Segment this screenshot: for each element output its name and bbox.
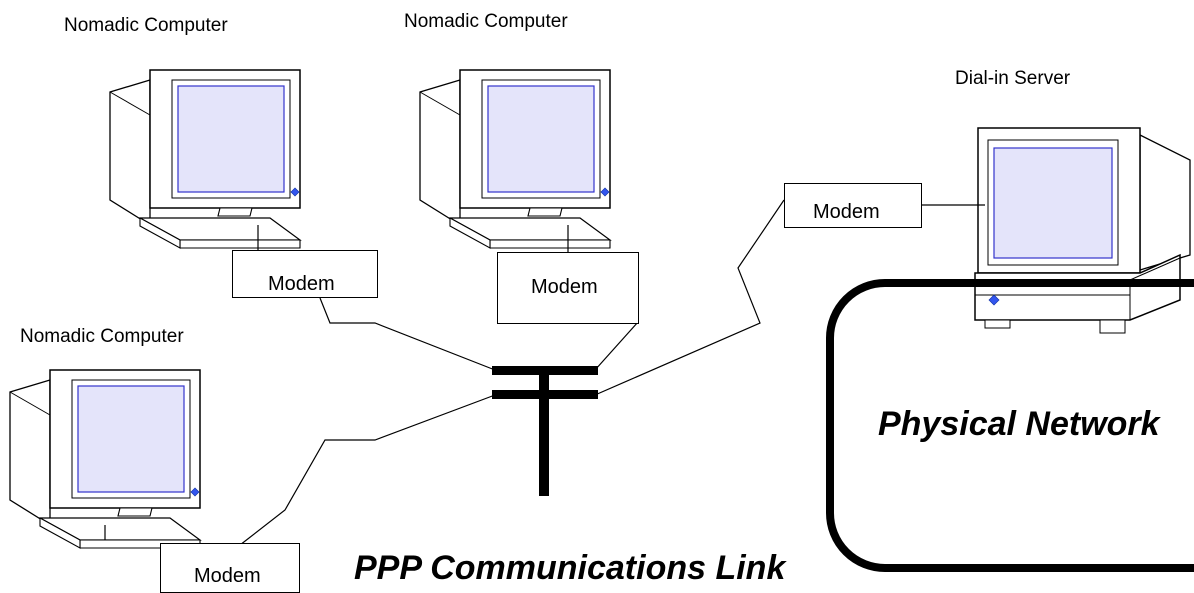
nomadic-computer-1-icon — [109, 69, 301, 249]
nomadic-computer-label-2: Nomadic Computer — [404, 11, 568, 32]
nomadic-computer-label-1: Nomadic Computer — [64, 15, 228, 36]
modem-label-4: Modem — [194, 565, 261, 587]
dial-in-server-label: Dial-in Server — [955, 68, 1071, 89]
dial-in-server-icon — [974, 127, 1191, 334]
ppp-link-hub-icon — [492, 366, 598, 496]
modem-box-4 — [160, 543, 300, 593]
modem-label-3: Modem — [813, 201, 880, 223]
ppp-link-label: PPP Communications Link — [354, 549, 786, 587]
modem-label-1: Modem — [268, 273, 335, 295]
modem-box-1 — [232, 250, 378, 298]
modem-label-2: Modem — [531, 276, 598, 298]
physical-network-label: Physical Network — [878, 405, 1160, 443]
physical-network-boundary — [826, 279, 1194, 572]
modem-box-3 — [784, 183, 922, 228]
nomadic-computer-3-icon — [9, 369, 201, 549]
nomadic-computer-2-icon — [419, 69, 611, 249]
nomadic-computer-label-3: Nomadic Computer — [20, 326, 184, 347]
modem-box-2 — [497, 252, 639, 324]
